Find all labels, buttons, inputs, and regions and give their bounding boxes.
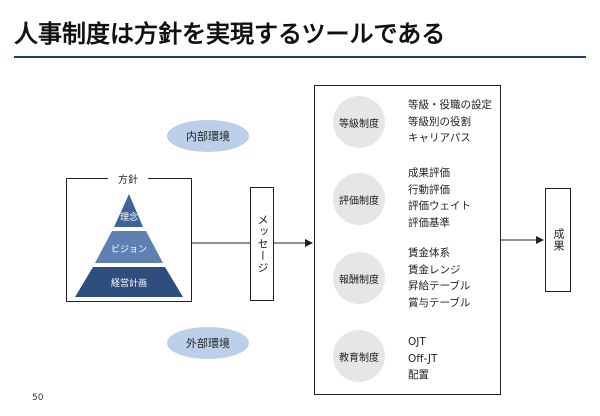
title-divider — [14, 56, 586, 58]
list-item: 評価基準 — [408, 216, 450, 229]
pyramid-label-philosophy: 理念 — [119, 213, 138, 223]
list-item: 等級別の役割 — [408, 115, 471, 128]
compensation-system-items: 賃金体系 賃金レンジ 昇給テーブル 賞与テーブル — [408, 245, 470, 311]
message-label: メッセージ — [256, 214, 269, 274]
external-environment-label: 外部環境 — [186, 337, 230, 350]
internal-environment-ellipse: 内部環境 — [167, 120, 249, 152]
education-system-circle: 教育制度 — [333, 330, 385, 382]
education-system-label: 教育制度 — [339, 352, 379, 364]
grade-system-items: 等級・役職の設定 等級別の役割 キャリアパス — [408, 97, 492, 147]
pyramid-label-business-plan: 経営計画 — [110, 279, 147, 289]
evaluation-system-items: 成果評価 行動評価 評価ウェイト 評価基準 — [408, 165, 471, 231]
grade-system-label: 等級制度 — [339, 118, 379, 130]
list-item: キャリアパス — [408, 132, 471, 144]
list-item: 等級・役職の設定 — [408, 99, 492, 111]
evaluation-system-circle: 評価制度 — [333, 173, 385, 225]
pyramid-label-vision: ビジョン — [110, 245, 147, 255]
message-box: メッセージ — [250, 187, 274, 301]
pyramid-top-tier — [114, 194, 143, 227]
list-item: 配置 — [408, 369, 429, 381]
external-environment-ellipse: 外部環境 — [167, 327, 249, 359]
result-box: 成果 — [545, 188, 571, 292]
evaluation-system-label: 評価制度 — [339, 195, 379, 207]
list-item: OJT — [408, 336, 426, 348]
list-item: Off-JT — [408, 352, 438, 365]
policy-caption: 方針 — [108, 171, 148, 186]
pyramid-middle-tier — [95, 231, 163, 263]
pyramid-bottom-tier — [75, 267, 183, 297]
result-label: 成果 — [552, 228, 565, 252]
compensation-system-circle: 報酬制度 — [333, 252, 385, 304]
internal-environment-label: 内部環境 — [186, 130, 230, 143]
page-title: 人事制度は方針を実現するツールである — [14, 20, 446, 48]
list-item: 賃金レンジ — [408, 263, 461, 276]
education-system-items: OJT Off-JT 配置 — [408, 334, 437, 384]
page-number: 50 — [32, 393, 44, 403]
hr-systems-box — [314, 85, 501, 395]
list-item: 賃金体系 — [408, 247, 450, 259]
list-item: 行動評価 — [408, 183, 450, 196]
list-item: 成果評価 — [408, 167, 450, 179]
grade-system-circle: 等級制度 — [333, 96, 385, 148]
compensation-system-label: 報酬制度 — [339, 274, 379, 286]
list-item: 賞与テーブル — [408, 296, 471, 309]
list-item: 昇給テーブル — [408, 280, 471, 292]
list-item: 評価ウェイト — [408, 200, 471, 212]
